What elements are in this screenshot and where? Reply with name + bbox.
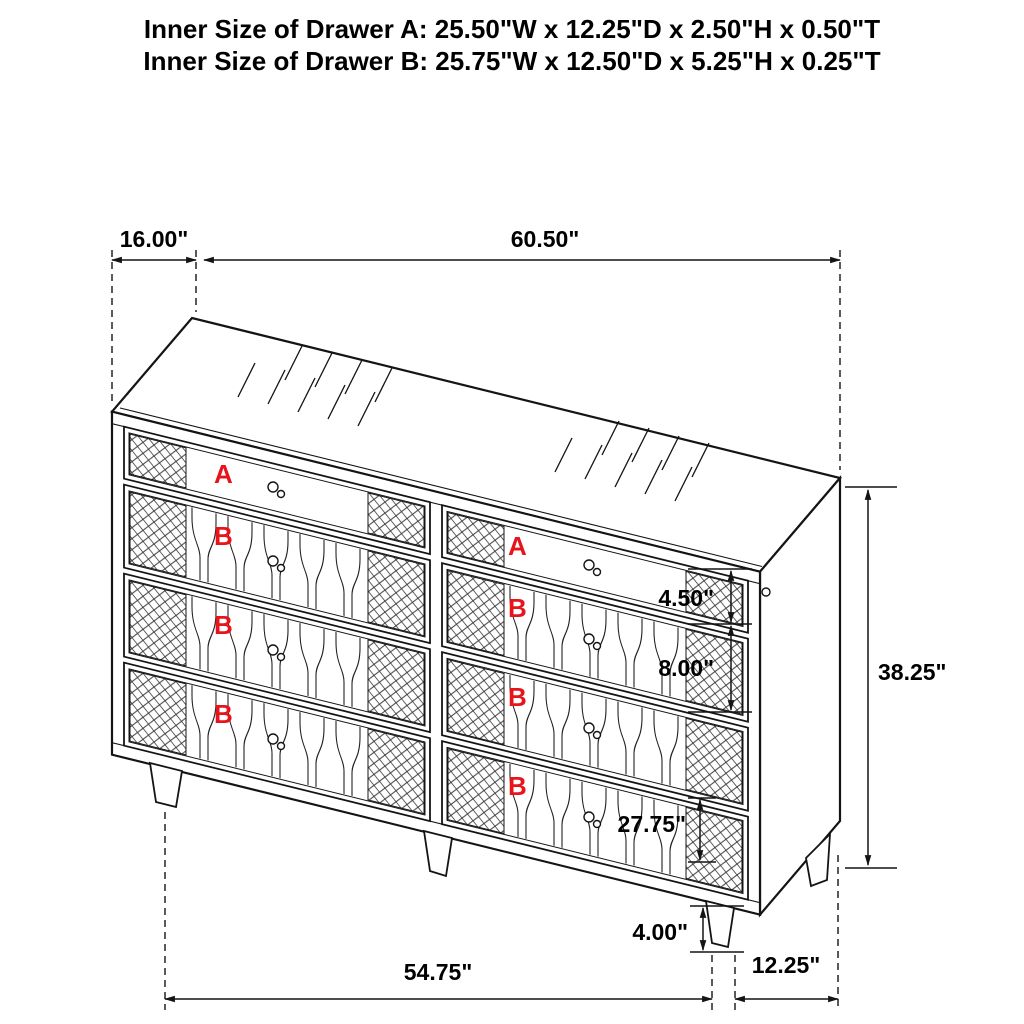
- base-width-label: 54.75": [404, 959, 472, 985]
- leg-back-right: [805, 831, 832, 888]
- top-depth-label: 16.00": [120, 226, 188, 252]
- drawer-label-right-b1: B: [508, 593, 527, 623]
- dimension-overall-height: 38.25": [845, 486, 946, 869]
- leg-front-right: [704, 899, 736, 949]
- knob-pair: [583, 722, 602, 740]
- top-width-label: 60.50": [511, 226, 579, 252]
- drawer-label-left-a: A: [214, 459, 233, 489]
- drawer-label-right-b3: B: [508, 771, 527, 801]
- drawer-b-height-label: 8.00": [658, 655, 714, 681]
- knob-pair: [583, 559, 602, 577]
- dimension-leg-height: 4.00": [632, 905, 744, 953]
- dimension-drawer-a-height: 4.50": [658, 568, 752, 625]
- drawer-label-left-b1: B: [214, 521, 233, 551]
- drawer-a-height-label: 4.50": [658, 585, 714, 611]
- dimension-base-width: 54.75": [163, 812, 714, 1010]
- dimension-top-width: 60.50": [202, 226, 842, 470]
- knob-pair: [267, 733, 286, 751]
- base-depth-label: 12.25": [752, 952, 820, 978]
- dresser: A B B B A B B B: [110, 316, 842, 949]
- knob-pair: [583, 811, 602, 829]
- title-line-2: Inner Size of Drawer B: 25.75"W x 12.50"…: [143, 46, 880, 76]
- knob-pair: [267, 481, 286, 499]
- drawer-knobs: [267, 481, 602, 829]
- side-pin-detail: [761, 587, 771, 597]
- drawer-letters: A B B B A B B B: [214, 459, 527, 801]
- top-reflection-marks: [237, 345, 710, 502]
- legs: [148, 761, 832, 949]
- drawer-label-right-b2: B: [508, 682, 527, 712]
- leg-front-middle: [422, 829, 454, 878]
- leg-front-left: [148, 761, 184, 809]
- knob-pair: [267, 555, 286, 573]
- drawer-label-left-b2: B: [214, 610, 233, 640]
- top-panel-front-edge-line: [119, 407, 763, 568]
- dimension-drawer-width: 27.75": [618, 797, 716, 863]
- leg-height-label: 4.00": [632, 919, 688, 945]
- front-panel: [110, 410, 762, 917]
- dimension-top-depth: 16.00": [110, 226, 198, 404]
- knob-pair: [583, 633, 602, 651]
- drawer-label-right-a: A: [508, 531, 527, 561]
- drawer-label-left-b3: B: [214, 699, 233, 729]
- title-line-1: Inner Size of Drawer A: 25.50"W x 12.25"…: [144, 14, 880, 44]
- overall-height-label: 38.25": [878, 659, 946, 685]
- dimension-base-depth: 12.25": [733, 855, 840, 1010]
- dimension-drawer-b-height: 8.00": [658, 624, 752, 713]
- drawer-width-label: 27.75": [618, 811, 686, 837]
- knob-pair: [267, 644, 286, 662]
